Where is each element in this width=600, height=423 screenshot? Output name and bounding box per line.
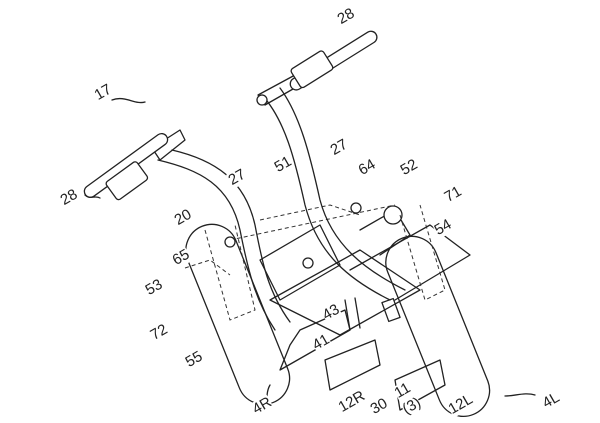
float-4l (385, 235, 491, 417)
pivot-65 (224, 236, 236, 248)
pivot-64 (350, 202, 362, 214)
handlebar-right (289, 30, 378, 91)
float-4r (185, 223, 291, 405)
steering-arm-left (151, 129, 291, 331)
steering-arm-right (256, 74, 406, 301)
hidden-lines (184, 204, 446, 321)
handlebar-left (83, 132, 169, 201)
pivot-43 (302, 257, 314, 269)
